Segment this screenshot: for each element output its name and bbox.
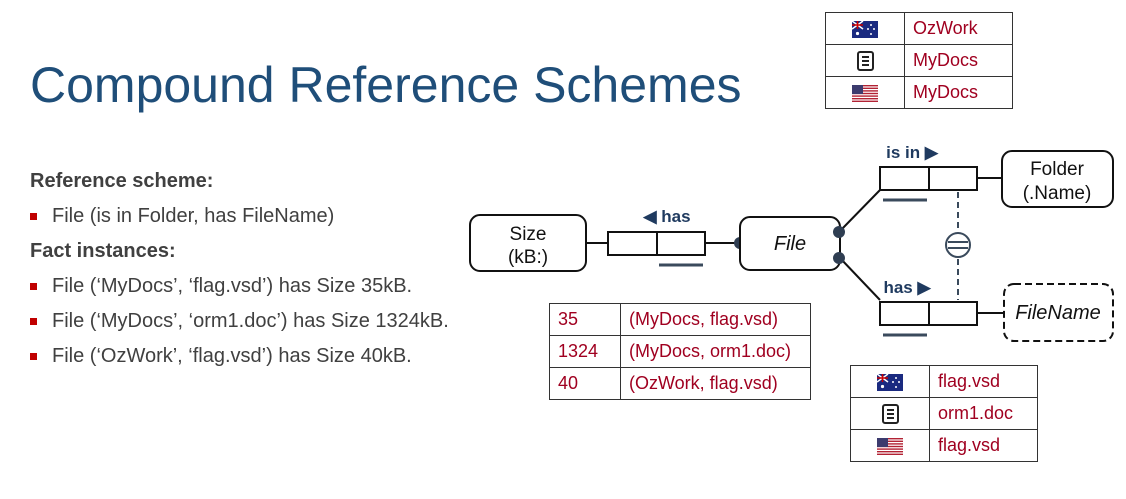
fact-bullet: File (‘OzWork’, ‘flag.vsd’) has Size 40k…	[30, 345, 449, 368]
table-row: flag.vsd	[850, 429, 1038, 462]
icon-cell	[850, 397, 930, 430]
mandatory-dot	[833, 226, 845, 238]
fact-instances-heading: Fact instances:	[30, 240, 176, 262]
table-row: orm1.doc	[850, 397, 1038, 430]
table-row: MyDocs	[825, 44, 1013, 77]
hasname-reading: has ▶	[883, 278, 931, 297]
table-row: MyDocs	[825, 76, 1013, 109]
file-entity-label: File	[774, 233, 806, 255]
filename-instance-table: flag.vsd orm1.doc flag.vsd	[850, 365, 1038, 462]
document-icon	[881, 404, 899, 425]
size-entity-refmode: (kB:)	[508, 247, 548, 268]
text-panel: Reference scheme: File (is in Folder, ha…	[30, 170, 449, 368]
external-uniqueness-icon	[945, 232, 971, 258]
table-row: OzWork	[825, 12, 1013, 45]
icon-cell	[825, 44, 905, 77]
size-cell: 1324	[549, 335, 621, 368]
filename-cell: flag.vsd	[929, 429, 1038, 462]
size-cell: 35	[549, 303, 621, 336]
hasname-role-2	[928, 301, 978, 326]
folder-entity-label: Folder	[1030, 159, 1085, 180]
filename-value-type	[1003, 283, 1114, 342]
folder-entity-refmode: (.Name)	[1023, 183, 1092, 204]
bullet-text: File (‘MyDocs’, ‘orm1.doc’) has Size 132…	[52, 310, 449, 332]
has-size-role-2	[656, 231, 706, 256]
document-icon	[856, 51, 874, 72]
isin-role-2	[928, 166, 978, 191]
filename-cell: orm1.doc	[929, 397, 1038, 430]
isin-reading: is in ▶	[886, 143, 939, 162]
file-isin-connector	[839, 189, 881, 232]
bullet-icon	[30, 283, 37, 290]
size-entity-label: Size	[510, 224, 547, 245]
folder-name-cell: MyDocs	[904, 44, 1013, 77]
isin-role-1	[879, 166, 930, 191]
table-row: 40 (OzWork, flag.vsd)	[549, 367, 811, 400]
bullet-icon	[30, 318, 37, 325]
filename-cell: flag.vsd	[929, 365, 1038, 398]
bullet-text: File (is in Folder, has FileName)	[52, 205, 335, 227]
size-instance-table: 35 (MyDocs, flag.vsd) 1324 (MyDocs, orm1…	[549, 303, 811, 400]
icon-cell	[825, 76, 905, 109]
file-ref-cell: (MyDocs, orm1.doc)	[620, 335, 811, 368]
file-entity	[739, 216, 841, 271]
has-size-role-1	[607, 231, 658, 256]
folder-name-cell: OzWork	[904, 12, 1013, 45]
reference-scheme-bullet: File (is in Folder, has FileName)	[30, 205, 449, 228]
usa-flag-icon	[877, 437, 903, 455]
table-row: 1324 (MyDocs, orm1.doc)	[549, 335, 811, 368]
has-size-reading: ◀ has	[642, 207, 690, 226]
file-hasname-connector	[839, 257, 881, 301]
mandatory-dot	[833, 252, 845, 264]
fact-bullet: File (‘MyDocs’, ‘flag.vsd’) has Size 35k…	[30, 275, 449, 298]
folder-instance-table: OzWork MyDocs MyDocs	[825, 12, 1013, 109]
australia-flag-icon	[877, 373, 903, 391]
reference-scheme-heading: Reference scheme:	[30, 170, 214, 192]
icon-cell	[825, 12, 905, 45]
hasname-role-1	[879, 301, 930, 326]
size-entity	[469, 214, 587, 272]
australia-flag-icon	[852, 20, 878, 38]
table-row: 35 (MyDocs, flag.vsd)	[549, 303, 811, 336]
usa-flag-icon	[852, 84, 878, 102]
bullet-icon	[30, 213, 37, 220]
bullet-text: File (‘MyDocs’, ‘flag.vsd’) has Size 35k…	[52, 275, 413, 297]
folder-name-cell: MyDocs	[904, 76, 1013, 109]
icon-cell	[850, 429, 930, 462]
filename-value-label: FileName	[1015, 302, 1101, 324]
folder-entity	[1001, 150, 1114, 208]
size-cell: 40	[549, 367, 621, 400]
bullet-text: File (‘OzWork’, ‘flag.vsd’) has Size 40k…	[52, 345, 412, 367]
file-ref-cell: (OzWork, flag.vsd)	[620, 367, 811, 400]
page-title: Compound Reference Schemes	[30, 57, 742, 113]
bullet-icon	[30, 353, 37, 360]
file-ref-cell: (MyDocs, flag.vsd)	[620, 303, 811, 336]
fact-bullet: File (‘MyDocs’, ‘orm1.doc’) has Size 132…	[30, 310, 449, 333]
